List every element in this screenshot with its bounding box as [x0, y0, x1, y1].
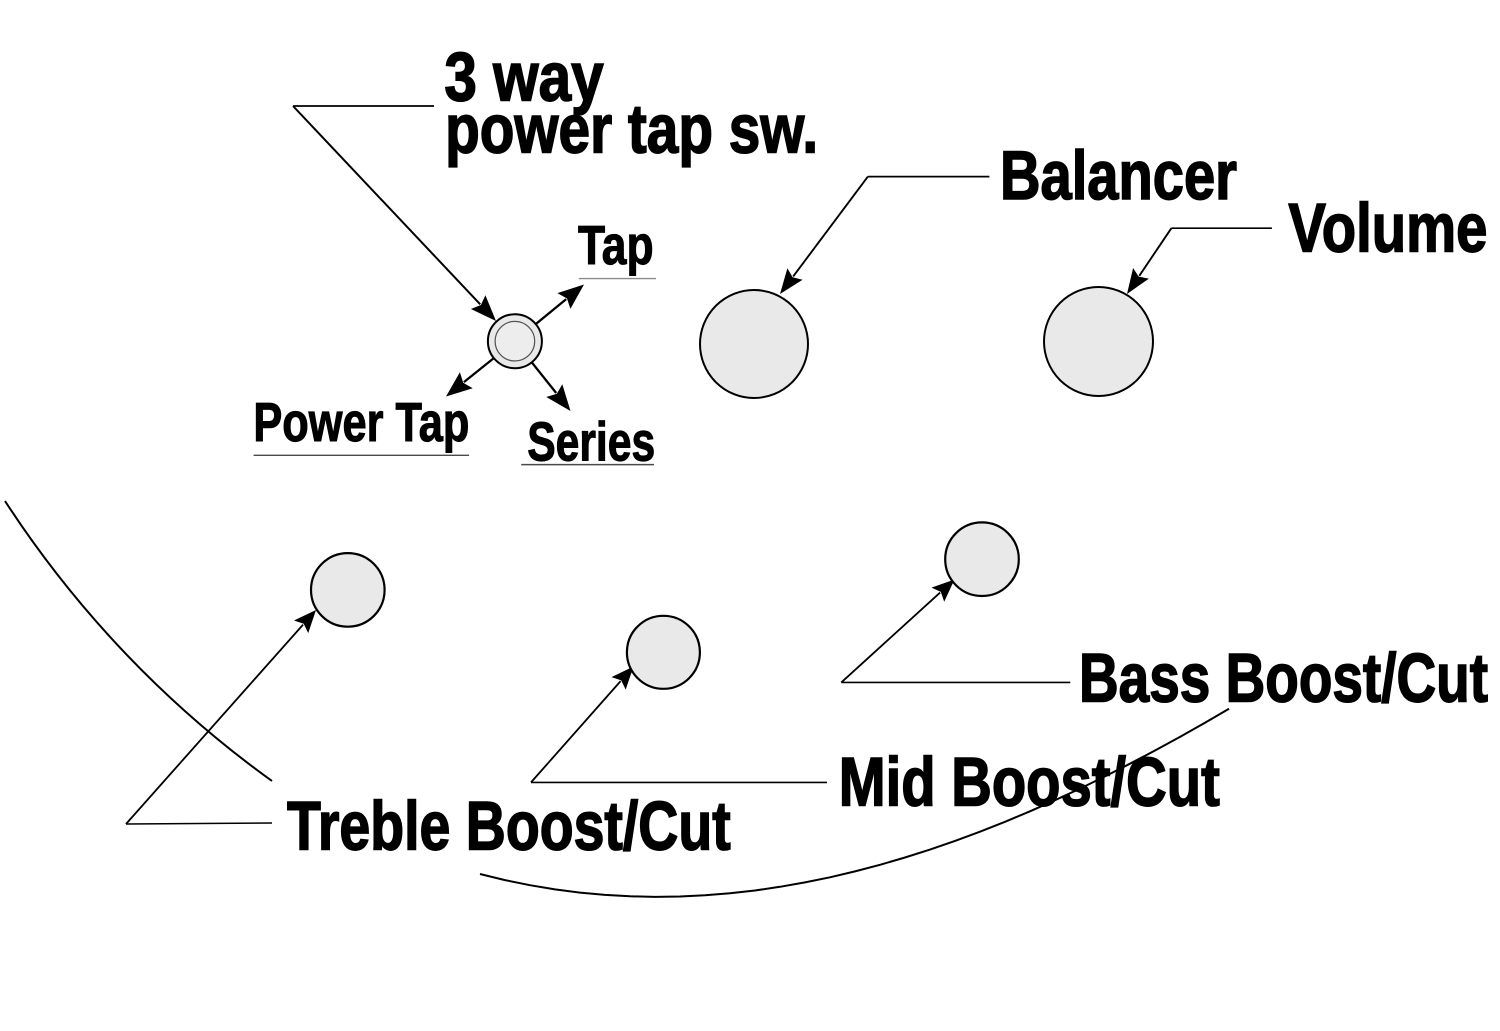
svg-text:Bass Boost/Cut: Bass Boost/Cut — [1079, 640, 1488, 717]
svg-text:Volume: Volume — [1288, 189, 1487, 266]
svg-text:Power Tap: Power Tap — [253, 391, 469, 453]
svg-text:Balancer: Balancer — [1000, 137, 1237, 214]
svg-text:Series: Series — [527, 410, 655, 472]
svg-text:Treble Boost/Cut: Treble Boost/Cut — [287, 788, 731, 865]
svg-text:Mid Boost/Cut: Mid Boost/Cut — [839, 743, 1220, 820]
svg-text:power tap sw.: power tap sw. — [445, 91, 818, 168]
svg-text:3 way: 3 way — [444, 39, 603, 116]
svg-text:Tap: Tap — [578, 214, 654, 276]
